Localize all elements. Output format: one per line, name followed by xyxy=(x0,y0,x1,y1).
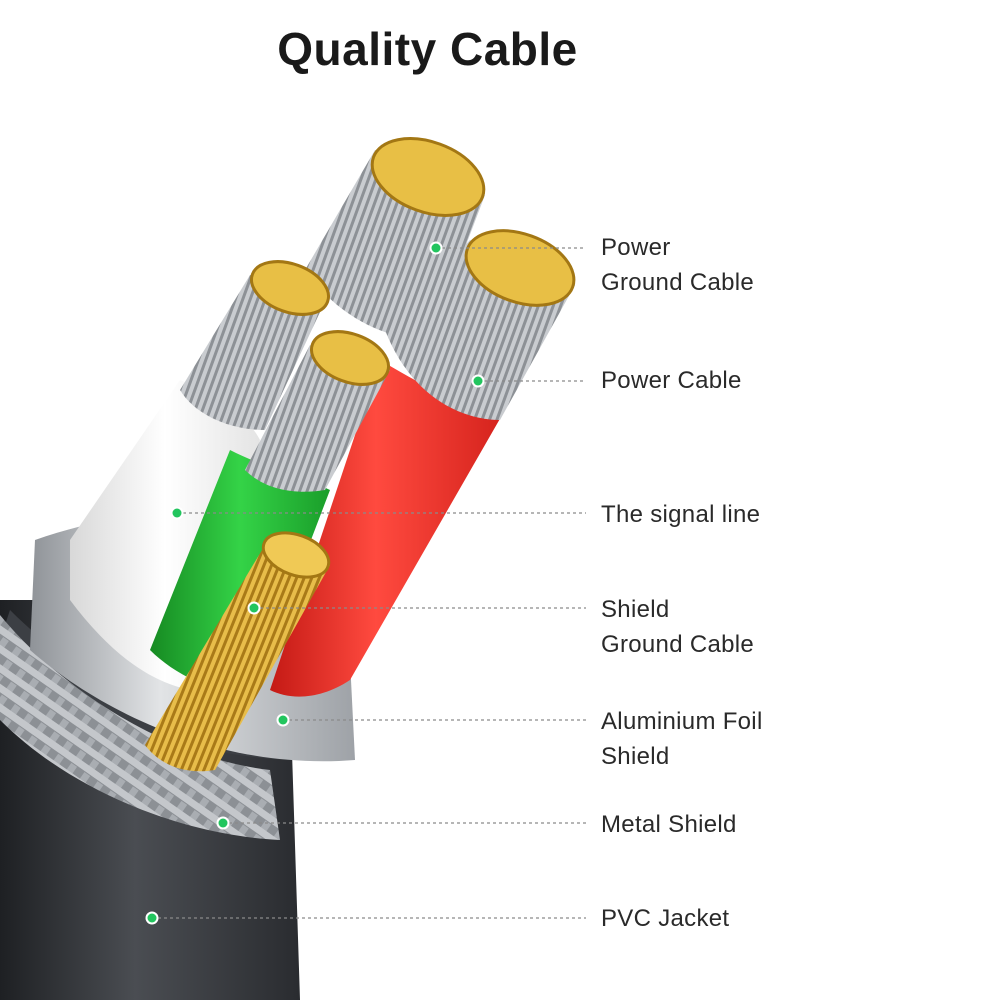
callout-text: Shield xyxy=(601,739,763,774)
marker-dot-metal-shield xyxy=(219,819,228,828)
callout-pvc-jacket: PVC Jacket xyxy=(601,901,729,936)
callout-text: Ground Cable xyxy=(601,265,754,300)
marker-dot-aluminium-foil-shield xyxy=(279,716,288,725)
callout-power-ground-cable: Power Ground Cable xyxy=(601,230,754,300)
callout-text: Metal Shield xyxy=(601,807,737,842)
callout-aluminium-foil-shield: Aluminium Foil Shield xyxy=(601,704,763,774)
callout-signal-line: The signal line xyxy=(601,497,760,532)
callout-shield-ground-cable: Shield Ground Cable xyxy=(601,592,754,662)
marker-dot-signal-line xyxy=(173,509,182,518)
callout-text: Aluminium Foil xyxy=(601,704,763,739)
callout-text: Power xyxy=(601,230,754,265)
callout-text: Power Cable xyxy=(601,363,742,398)
callout-text: Ground Cable xyxy=(601,627,754,662)
marker-dot-pvc-jacket xyxy=(148,914,157,923)
callout-power-cable: Power Cable xyxy=(601,363,742,398)
marker-dot-power-ground-cable xyxy=(432,244,441,253)
callout-text: PVC Jacket xyxy=(601,901,729,936)
callout-text: The signal line xyxy=(601,497,760,532)
marker-dot-power-cable xyxy=(474,377,483,386)
marker-dot-shield-ground-cable xyxy=(250,604,259,613)
page-title: Quality Cable xyxy=(200,22,655,76)
callout-metal-shield: Metal Shield xyxy=(601,807,737,842)
callout-text: Shield xyxy=(601,592,754,627)
